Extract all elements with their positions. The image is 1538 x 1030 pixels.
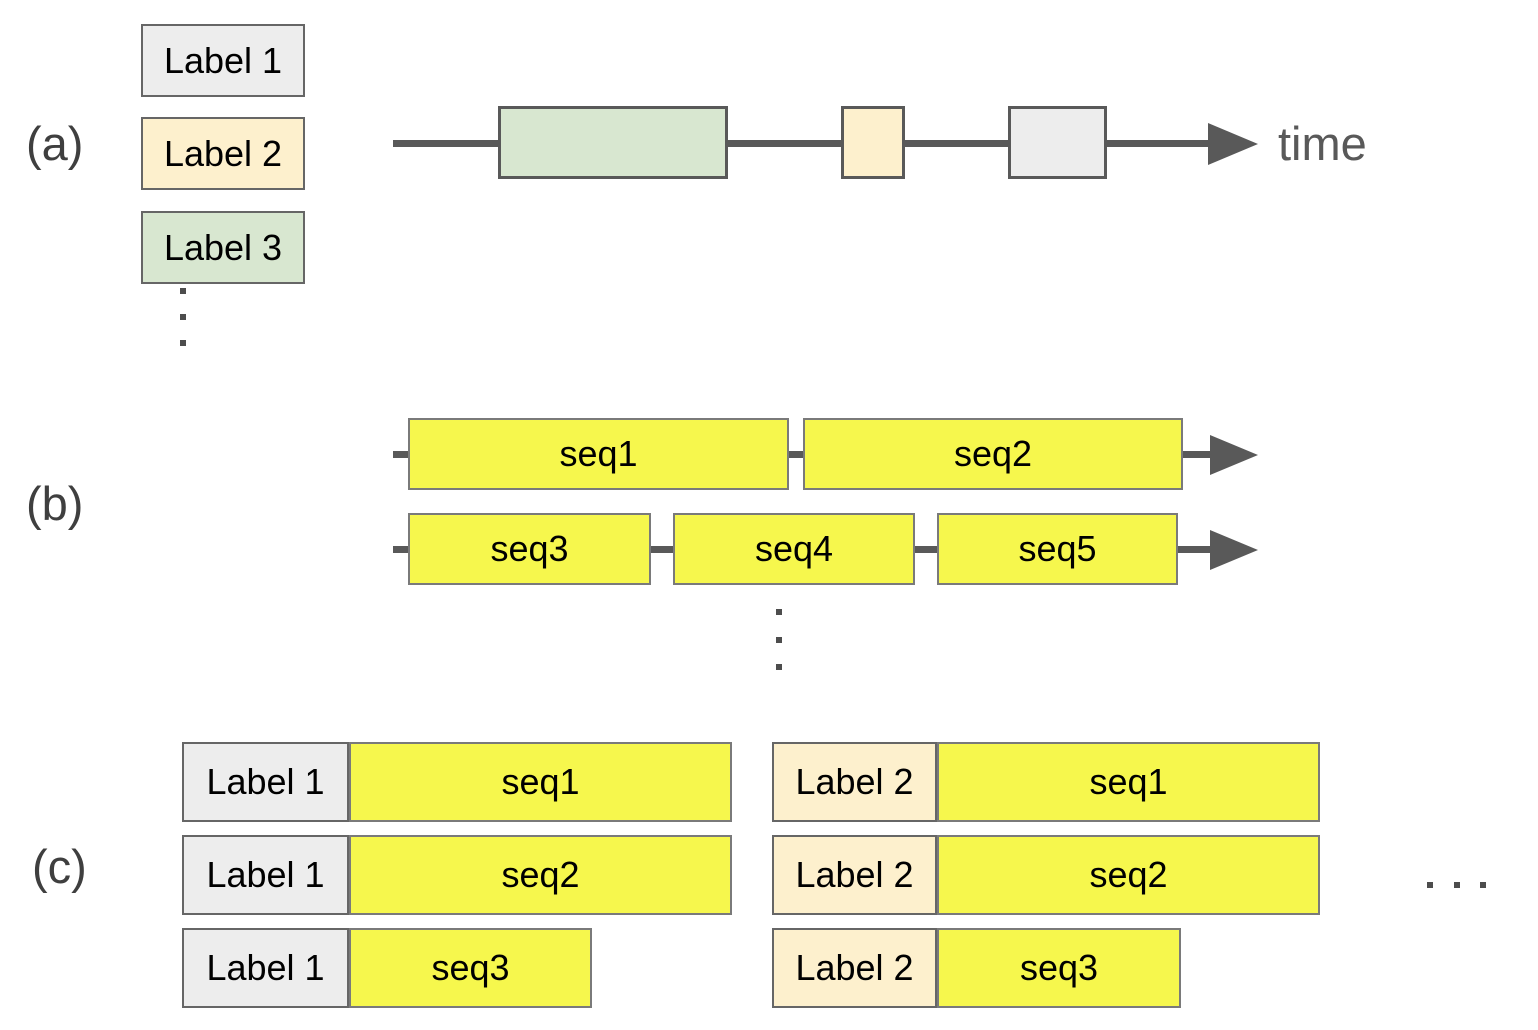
seq-rows-ellipsis-dot — [776, 664, 782, 670]
seq-text: seq1 — [559, 433, 638, 474]
seq-row2-tail-line — [1178, 546, 1211, 553]
seq-row1-lead-line — [393, 451, 408, 458]
seq-text: seq2 — [953, 433, 1033, 474]
pair-label-text: Label 2 — [795, 761, 914, 802]
pair-seq-box: seq2 — [349, 835, 732, 915]
pair-label-box: Label 1 — [182, 742, 349, 822]
pair-label-box: Label 2 — [772, 835, 937, 915]
seq-box: seq3 — [408, 513, 651, 585]
pair-label-box: Label 2 — [772, 928, 937, 1008]
legend-ellipsis-dot — [180, 314, 186, 320]
seq-row1-tail-line — [1183, 451, 1211, 458]
legend-box-label-2: Label 2 — [141, 117, 305, 190]
timeline-axis-line — [393, 140, 1210, 147]
pair-label-box: Label 2 — [772, 742, 937, 822]
seq-text: seq4 — [754, 528, 834, 569]
legend-label-1-text: Label 1 — [163, 39, 283, 81]
seq-box: seq4 — [673, 513, 915, 585]
pair-seq-text: seq1 — [1089, 761, 1168, 802]
legend-box-label-1: Label 1 — [141, 24, 305, 97]
pair-seq-box: seq2 — [937, 835, 1320, 915]
seq-row2-connector-line — [651, 546, 673, 553]
pair-seq-text: seq3 — [431, 947, 510, 988]
seq-rows-ellipsis-dot — [776, 609, 782, 615]
timeline-arrowhead-icon — [1208, 123, 1258, 165]
pair-label-text: Label 2 — [795, 854, 914, 895]
panel-c-caption: (c) — [32, 840, 87, 893]
seq-row1-arrowhead-icon — [1210, 435, 1258, 475]
groups-ellipsis-dot — [1427, 882, 1433, 888]
panel-b-caption: (b) — [26, 477, 84, 530]
seq-row1-connector-line — [789, 451, 803, 458]
seq-box: seq2 — [803, 418, 1183, 490]
legend-ellipsis-dot — [180, 288, 186, 294]
seq-box: seq1 — [408, 418, 789, 490]
groups-ellipsis-dot — [1454, 882, 1460, 888]
seq-row2-lead-line — [393, 546, 408, 553]
pair-label-text: Label 1 — [206, 947, 325, 988]
legend-label-3-text: Label 3 — [163, 226, 283, 268]
pair-seq-box: seq1 — [937, 742, 1320, 822]
pair-seq-text: seq2 — [1089, 854, 1168, 895]
pair-seq-text: seq1 — [501, 761, 580, 802]
legend-label-2-text: Label 2 — [163, 132, 283, 174]
timeline-segment-gray — [1008, 106, 1107, 179]
legend-ellipsis-dot — [180, 340, 186, 346]
pair-label-text: Label 1 — [206, 761, 325, 802]
pair-label-text: Label 2 — [795, 947, 914, 988]
pair-seq-box: seq3 — [937, 928, 1181, 1008]
pair-seq-box: seq3 — [349, 928, 592, 1008]
pair-label-box: Label 1 — [182, 928, 349, 1008]
legend-box-label-3: Label 3 — [141, 211, 305, 284]
seq-box: seq5 — [937, 513, 1178, 585]
seq-text: seq3 — [490, 528, 569, 569]
pair-seq-text: seq2 — [501, 854, 580, 895]
seq-row2-connector-line — [915, 546, 937, 553]
timeline-axis-label: time — [1278, 117, 1367, 170]
pair-label-box: Label 1 — [182, 835, 349, 915]
seq-text: seq5 — [1018, 528, 1097, 569]
pair-seq-box: seq1 — [349, 742, 732, 822]
timeline-segment-green — [498, 106, 728, 179]
groups-ellipsis-dot — [1480, 882, 1486, 888]
pair-seq-text: seq3 — [1019, 947, 1099, 988]
seq-rows-ellipsis-dot — [776, 637, 782, 643]
timeline-segment-cream — [841, 106, 905, 179]
seq-row2-arrowhead-icon — [1210, 530, 1258, 570]
panel-a-caption: (a) — [26, 117, 84, 170]
pair-label-text: Label 1 — [206, 854, 325, 895]
